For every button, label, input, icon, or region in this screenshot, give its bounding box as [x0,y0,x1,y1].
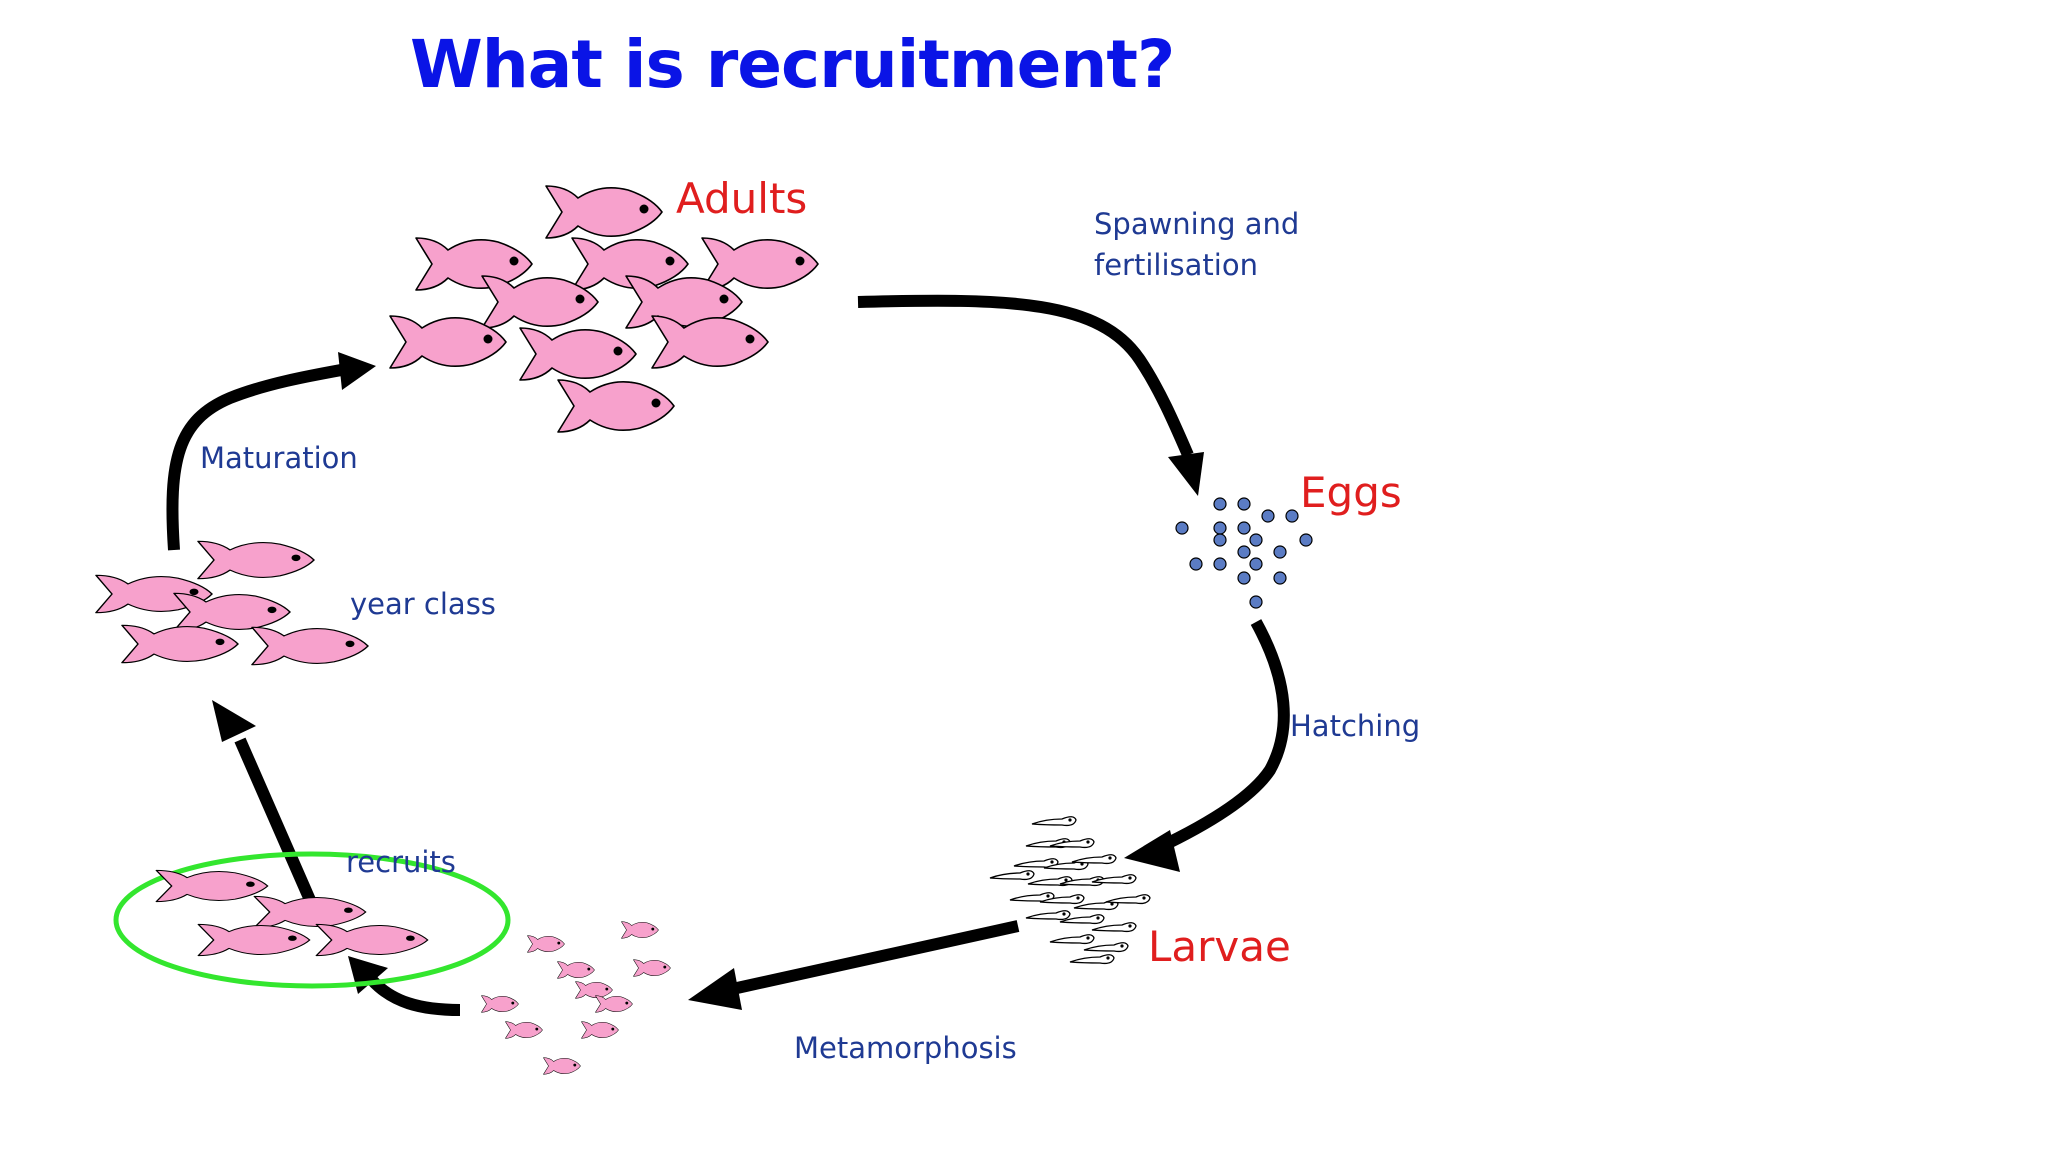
hatching-arrow-head [1124,830,1180,872]
egg-icon [1237,571,1251,585]
egg-icon [1273,571,1287,585]
year-class-arrow [234,737,316,903]
fish-icon [505,1021,543,1039]
recruit-arrow [367,975,461,1016]
fish-icon [121,624,239,664]
spawning-label-line2: fertilisation [1094,248,1258,282]
fish-icon [527,935,565,953]
fish-icon [621,921,659,939]
spawning-label-line1: Spawning and [1094,207,1300,241]
egg-icon [1249,595,1263,609]
maturation-arrow [166,362,354,551]
metamorphosis-arrow-head [688,968,742,1010]
hatching-label: Hatching [1290,709,1421,743]
larva-icon [1031,816,1077,827]
spawning-label: Spawning and fertilisation [1094,204,1299,286]
fish-icon [651,315,769,369]
egg-icon [1299,533,1313,547]
recruits-school [155,869,429,957]
fish-icon [519,327,637,381]
year-class-arrow-head [212,700,256,742]
larva-icon [989,870,1035,881]
larva-icon [1083,942,1129,953]
egg-icon [1249,533,1263,547]
hatching-arrow [1155,619,1290,854]
fish-icon [315,923,429,957]
juveniles-school [481,921,671,1075]
metamorphosis-label: Metamorphosis [794,1031,1017,1065]
fish-icon [481,995,519,1013]
larvae-label: Larvae [1148,922,1291,971]
adults-label: Adults [676,174,808,223]
year-class-school [95,540,369,666]
egg-icon [1237,545,1251,559]
page-title: What is recruitment? [410,26,1175,103]
metamorphosis-arrow [726,920,1020,996]
fish-icon [197,923,311,957]
maturation-label: Maturation [200,441,358,475]
fish-icon [557,961,595,979]
fish-icon [253,895,367,929]
egg-icon [1213,497,1227,511]
fish-icon [415,237,533,291]
egg-icon [1213,557,1227,571]
year-class-label: year class [350,587,496,621]
fish-icon [595,995,633,1013]
spawning-arrow [857,294,1194,458]
fish-icon [581,1021,619,1039]
eggs-label: Eggs [1300,468,1402,517]
fish-icon [197,540,315,580]
fish-icon [155,869,269,903]
egg-icon [1237,521,1251,535]
larva-icon [1069,954,1115,965]
larva-icon [1071,854,1117,865]
spawning-arrow-head [1168,452,1204,496]
egg-icon [1189,557,1203,571]
fish-icon [633,959,671,977]
larva-icon [1049,934,1095,945]
eggs-cluster [1175,497,1313,609]
egg-icon [1213,533,1227,547]
fish-icon [543,1057,581,1075]
egg-icon [1213,521,1227,535]
egg-icon [1237,497,1251,511]
egg-icon [1285,509,1299,523]
recruits-highlight [113,851,511,989]
recruits-label: recruits [346,845,456,879]
larvae-cluster [989,816,1151,965]
fish-icon [173,592,291,632]
fish-icon [557,379,675,433]
fish-icon [251,626,369,666]
egg-icon [1249,557,1263,571]
fish-icon [575,981,613,999]
maturation-arrow-head [338,352,376,390]
larva-icon [1105,894,1151,905]
larva-icon [1091,922,1137,933]
egg-icon [1273,545,1287,559]
egg-icon [1261,509,1275,523]
larva-icon [1025,910,1071,921]
fish-icon [701,237,819,291]
fish-icon [545,185,663,239]
egg-icon [1175,521,1189,535]
